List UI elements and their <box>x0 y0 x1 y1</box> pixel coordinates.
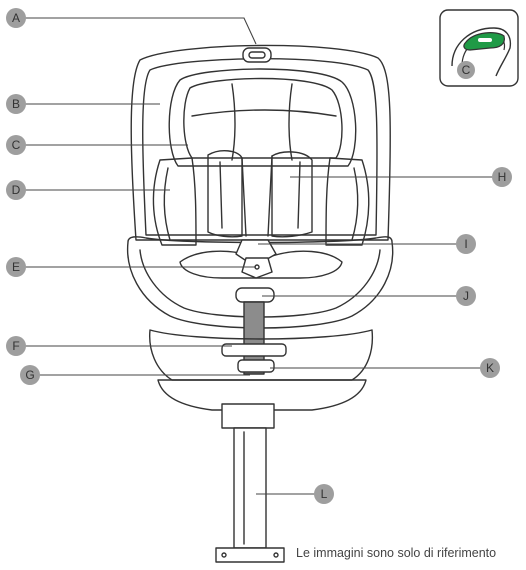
badge-b: B <box>6 94 26 114</box>
seat-shell-inner <box>142 58 378 236</box>
badge-g: G <box>20 365 40 385</box>
badge-k: K <box>480 358 500 378</box>
inset-headrest-outline <box>451 27 512 77</box>
svg-text:I: I <box>464 237 467 251</box>
lap-pads <box>179 250 343 279</box>
headrest <box>168 68 357 167</box>
badge-a: A <box>6 8 26 28</box>
support-leg <box>233 427 267 549</box>
base-platform <box>149 329 374 381</box>
svg-text:G: G <box>25 368 34 382</box>
seat-shell <box>130 44 391 241</box>
svg-text:A: A <box>12 11 20 25</box>
left-side-wing <box>152 157 197 246</box>
svg-text:F: F <box>12 339 19 353</box>
svg-text:E: E <box>12 260 20 274</box>
badge-inset-c: C <box>457 61 475 79</box>
rotation-lever <box>221 343 287 357</box>
buckle <box>241 257 273 279</box>
right-shoulder-pad <box>271 151 313 238</box>
badge-l: L <box>314 484 334 504</box>
seat-cushion <box>126 236 394 329</box>
badge-j: J <box>456 286 476 306</box>
leader-line-a <box>24 17 257 45</box>
base-lower <box>157 379 367 411</box>
svg-text:L: L <box>321 487 328 501</box>
badge-f: F <box>6 336 26 356</box>
support-leg-foot <box>215 547 285 563</box>
badge-i: I <box>456 234 476 254</box>
inset-detail: C <box>439 9 519 87</box>
left-shoulder-pad <box>207 150 243 238</box>
svg-text:C: C <box>462 63 471 77</box>
label-badges: A B C D E F G H <box>6 8 512 504</box>
svg-text:B: B <box>12 97 20 111</box>
reference-caption: Le immagini sono solo di riferimento <box>296 546 497 560</box>
crotch-strap-pad <box>235 287 275 303</box>
leader-lines <box>24 17 494 495</box>
headrest-inner <box>183 77 343 159</box>
svg-text:K: K <box>486 361 494 375</box>
svg-text:J: J <box>463 289 469 303</box>
support-leg-top <box>221 403 275 429</box>
svg-text:D: D <box>12 183 21 197</box>
badge-e: E <box>6 257 26 277</box>
badge-h: H <box>492 167 512 187</box>
badge-c: C <box>6 135 26 155</box>
badge-d: D <box>6 180 26 200</box>
car-seat-illustration <box>126 44 394 563</box>
svg-text:C: C <box>12 138 21 152</box>
right-side-wing <box>325 157 370 246</box>
headrest-handle <box>242 47 272 63</box>
svg-text:H: H <box>498 170 507 184</box>
recline-handle <box>237 359 275 373</box>
